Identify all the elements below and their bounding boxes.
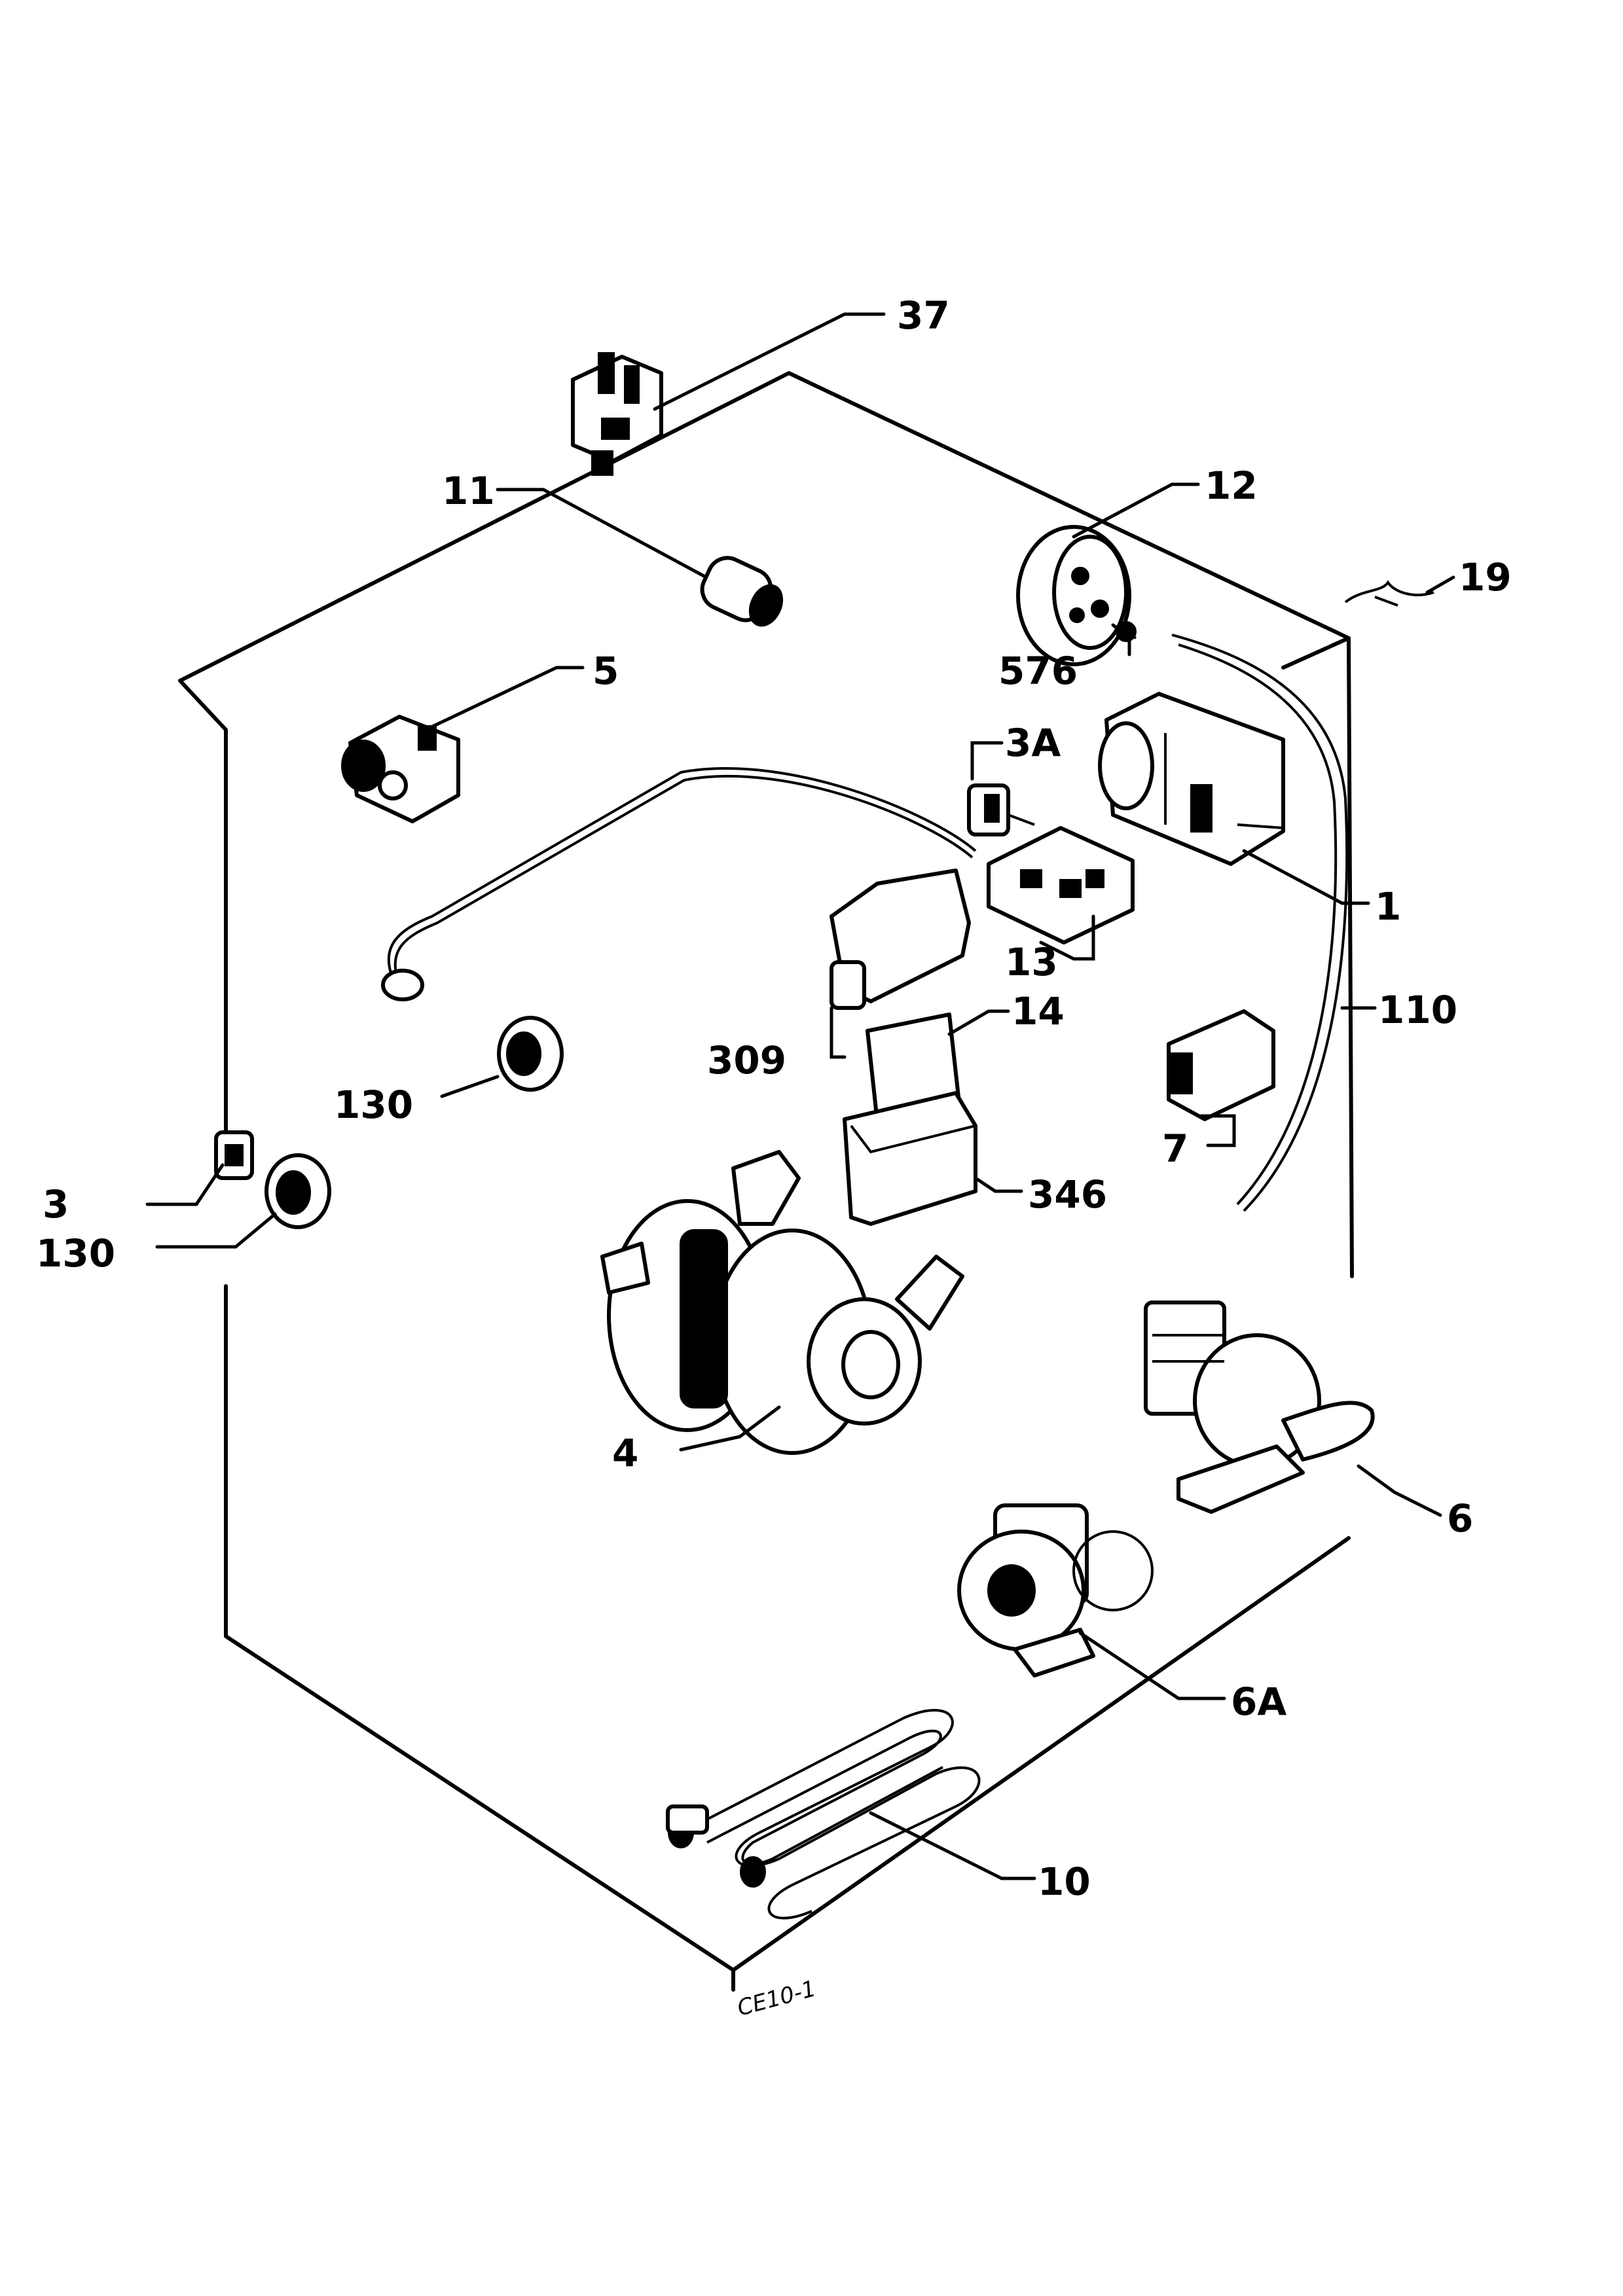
callout-110: 110	[1378, 988, 1457, 1032]
part-130-grommet-lower	[264, 1153, 331, 1229]
cabinet-outline	[178, 371, 1354, 1992]
part-19-clip	[1344, 580, 1434, 607]
callout-309: 309	[707, 1038, 786, 1083]
callout-11: 11	[442, 469, 495, 513]
callout-14: 14	[1012, 989, 1065, 1033]
part-6-drain-pump	[1144, 1300, 1375, 1514]
callout-37: 37	[897, 293, 950, 338]
part-3-thermostat	[214, 1130, 254, 1180]
callout-5: 5	[593, 649, 619, 693]
callout-4: 4	[612, 1431, 638, 1475]
callout-3A: 3A	[1005, 721, 1061, 765]
part-5-door-switch	[341, 715, 460, 823]
part-309-cover	[830, 869, 971, 1010]
part-12-timer-knob	[1016, 525, 1131, 666]
part-7-switch	[1167, 1009, 1275, 1121]
part-sensor-wire	[381, 767, 977, 1001]
part-110-hose	[1171, 634, 1349, 1212]
callout-7: 7	[1162, 1126, 1188, 1171]
callout-6A: 6A	[1231, 1679, 1286, 1724]
callout-576: 576	[998, 649, 1078, 693]
part-130-grommet-upper	[497, 1016, 564, 1092]
leader-lines	[145, 312, 1455, 1880]
callout-6: 6	[1447, 1496, 1473, 1541]
part-1-motor-unit	[1098, 692, 1285, 866]
part-4-pump-motor	[600, 1150, 964, 1455]
part-13-relay-block	[987, 826, 1135, 944]
callout-12: 12	[1205, 463, 1258, 508]
part-37-terminal-block	[571, 352, 663, 476]
drawing-code: CE10-1	[735, 1975, 819, 2021]
callout-346: 346	[1028, 1172, 1107, 1217]
callout-3: 3	[43, 1182, 69, 1227]
callout-130-upper: 130	[334, 1083, 413, 1127]
callout-10: 10	[1038, 1859, 1091, 1904]
part-11-capacitor	[700, 556, 784, 627]
part-346-holder	[843, 1091, 977, 1226]
callout-13: 13	[1005, 940, 1058, 984]
callout-labels: 37 11 12 19 576 5 3A 1 13 110 14 309 130…	[36, 293, 1512, 2022]
part-10-heating-element	[666, 1709, 981, 1920]
callout-1: 1	[1375, 884, 1401, 929]
part-6A-drain-pump	[957, 1503, 1154, 1677]
callout-130-lower: 130	[36, 1231, 115, 1276]
part-3A-thermostat	[967, 783, 1035, 836]
callout-19: 19	[1459, 555, 1512, 600]
